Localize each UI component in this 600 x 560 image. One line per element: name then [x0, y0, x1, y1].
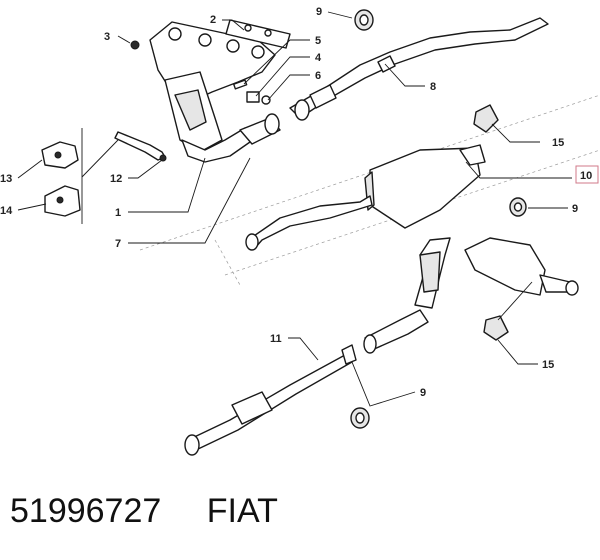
heat-shield-clip-13 [41, 141, 79, 169]
intermediate-pipe-8 [289, 17, 549, 121]
bracket-4 [246, 91, 260, 103]
part-caption: 51996727 FIAT [10, 492, 590, 544]
callout-12: 12 [110, 173, 122, 185]
callout-8: 8 [430, 81, 436, 93]
manifold-gasket [225, 19, 291, 49]
callout-3: 3 [104, 31, 110, 43]
callout-10: 10 [580, 170, 592, 182]
callout-2: 2 [210, 14, 216, 26]
rear-muffler-lower [464, 237, 579, 296]
leader-12 [128, 159, 163, 179]
leader-6 [267, 74, 310, 101]
nut-6 [261, 95, 271, 105]
rubber-mount-9-top [354, 9, 374, 31]
rubber-mount-9-bottom [350, 407, 370, 429]
hanger-15-top [473, 104, 499, 133]
bracket-line [81, 139, 119, 178]
exhaust-manifold [149, 21, 276, 163]
callout-13: 13 [0, 173, 12, 185]
callout-4: 4 [315, 52, 322, 64]
callout-7: 7 [115, 238, 121, 250]
callout-5: 5 [315, 35, 321, 47]
rear-muffler-10 [245, 144, 486, 251]
leader-11 [288, 337, 319, 361]
leader-7 [128, 157, 251, 244]
downpipe-flex [239, 113, 281, 145]
leader-9-bottom [351, 361, 416, 407]
exhaust-system-diagram: 2 3 5 4 6 9 8 15 10 9 13 12 14 1 7 11 15… [0, 6, 600, 456]
leader-14 [17, 203, 47, 211]
hanger-15-bottom [483, 315, 509, 341]
leader-3 [117, 35, 131, 44]
callout-9-top: 9 [316, 6, 322, 18]
part-number: 51996727 [10, 492, 162, 530]
callout-6: 6 [315, 70, 321, 82]
leader-1 [128, 157, 206, 213]
callout-14: 14 [0, 205, 13, 217]
leader-15-bottom [497, 339, 538, 365]
leader-2 [222, 19, 245, 31]
front-pipe-11 [184, 344, 357, 456]
heat-shield-clip-14 [44, 185, 81, 217]
callout-15-top: 15 [552, 137, 564, 149]
brand-name: FIAT [206, 492, 278, 530]
guide-line [214, 239, 241, 286]
leader-15-top [491, 123, 540, 143]
leader-8 [384, 63, 425, 87]
rubber-mount-9-middle [509, 197, 527, 217]
lambda-sensor [114, 131, 167, 162]
leader-10 [465, 161, 572, 179]
callout-1: 1 [115, 207, 121, 219]
leader-13 [17, 159, 43, 179]
leader-5 [243, 39, 310, 85]
callout-9-bottom: 9 [420, 387, 426, 399]
leader-9-top [327, 11, 353, 19]
nut-3 [130, 40, 140, 50]
callout-10-highlight [575, 165, 599, 184]
leader-4 [255, 56, 310, 97]
callout-9-middle: 9 [572, 203, 578, 215]
leader-15-bottom-ext [497, 281, 533, 321]
callout-11: 11 [270, 333, 282, 345]
callout-15-bottom: 15 [542, 359, 554, 371]
catalytic-pipe-assembly [363, 237, 451, 354]
